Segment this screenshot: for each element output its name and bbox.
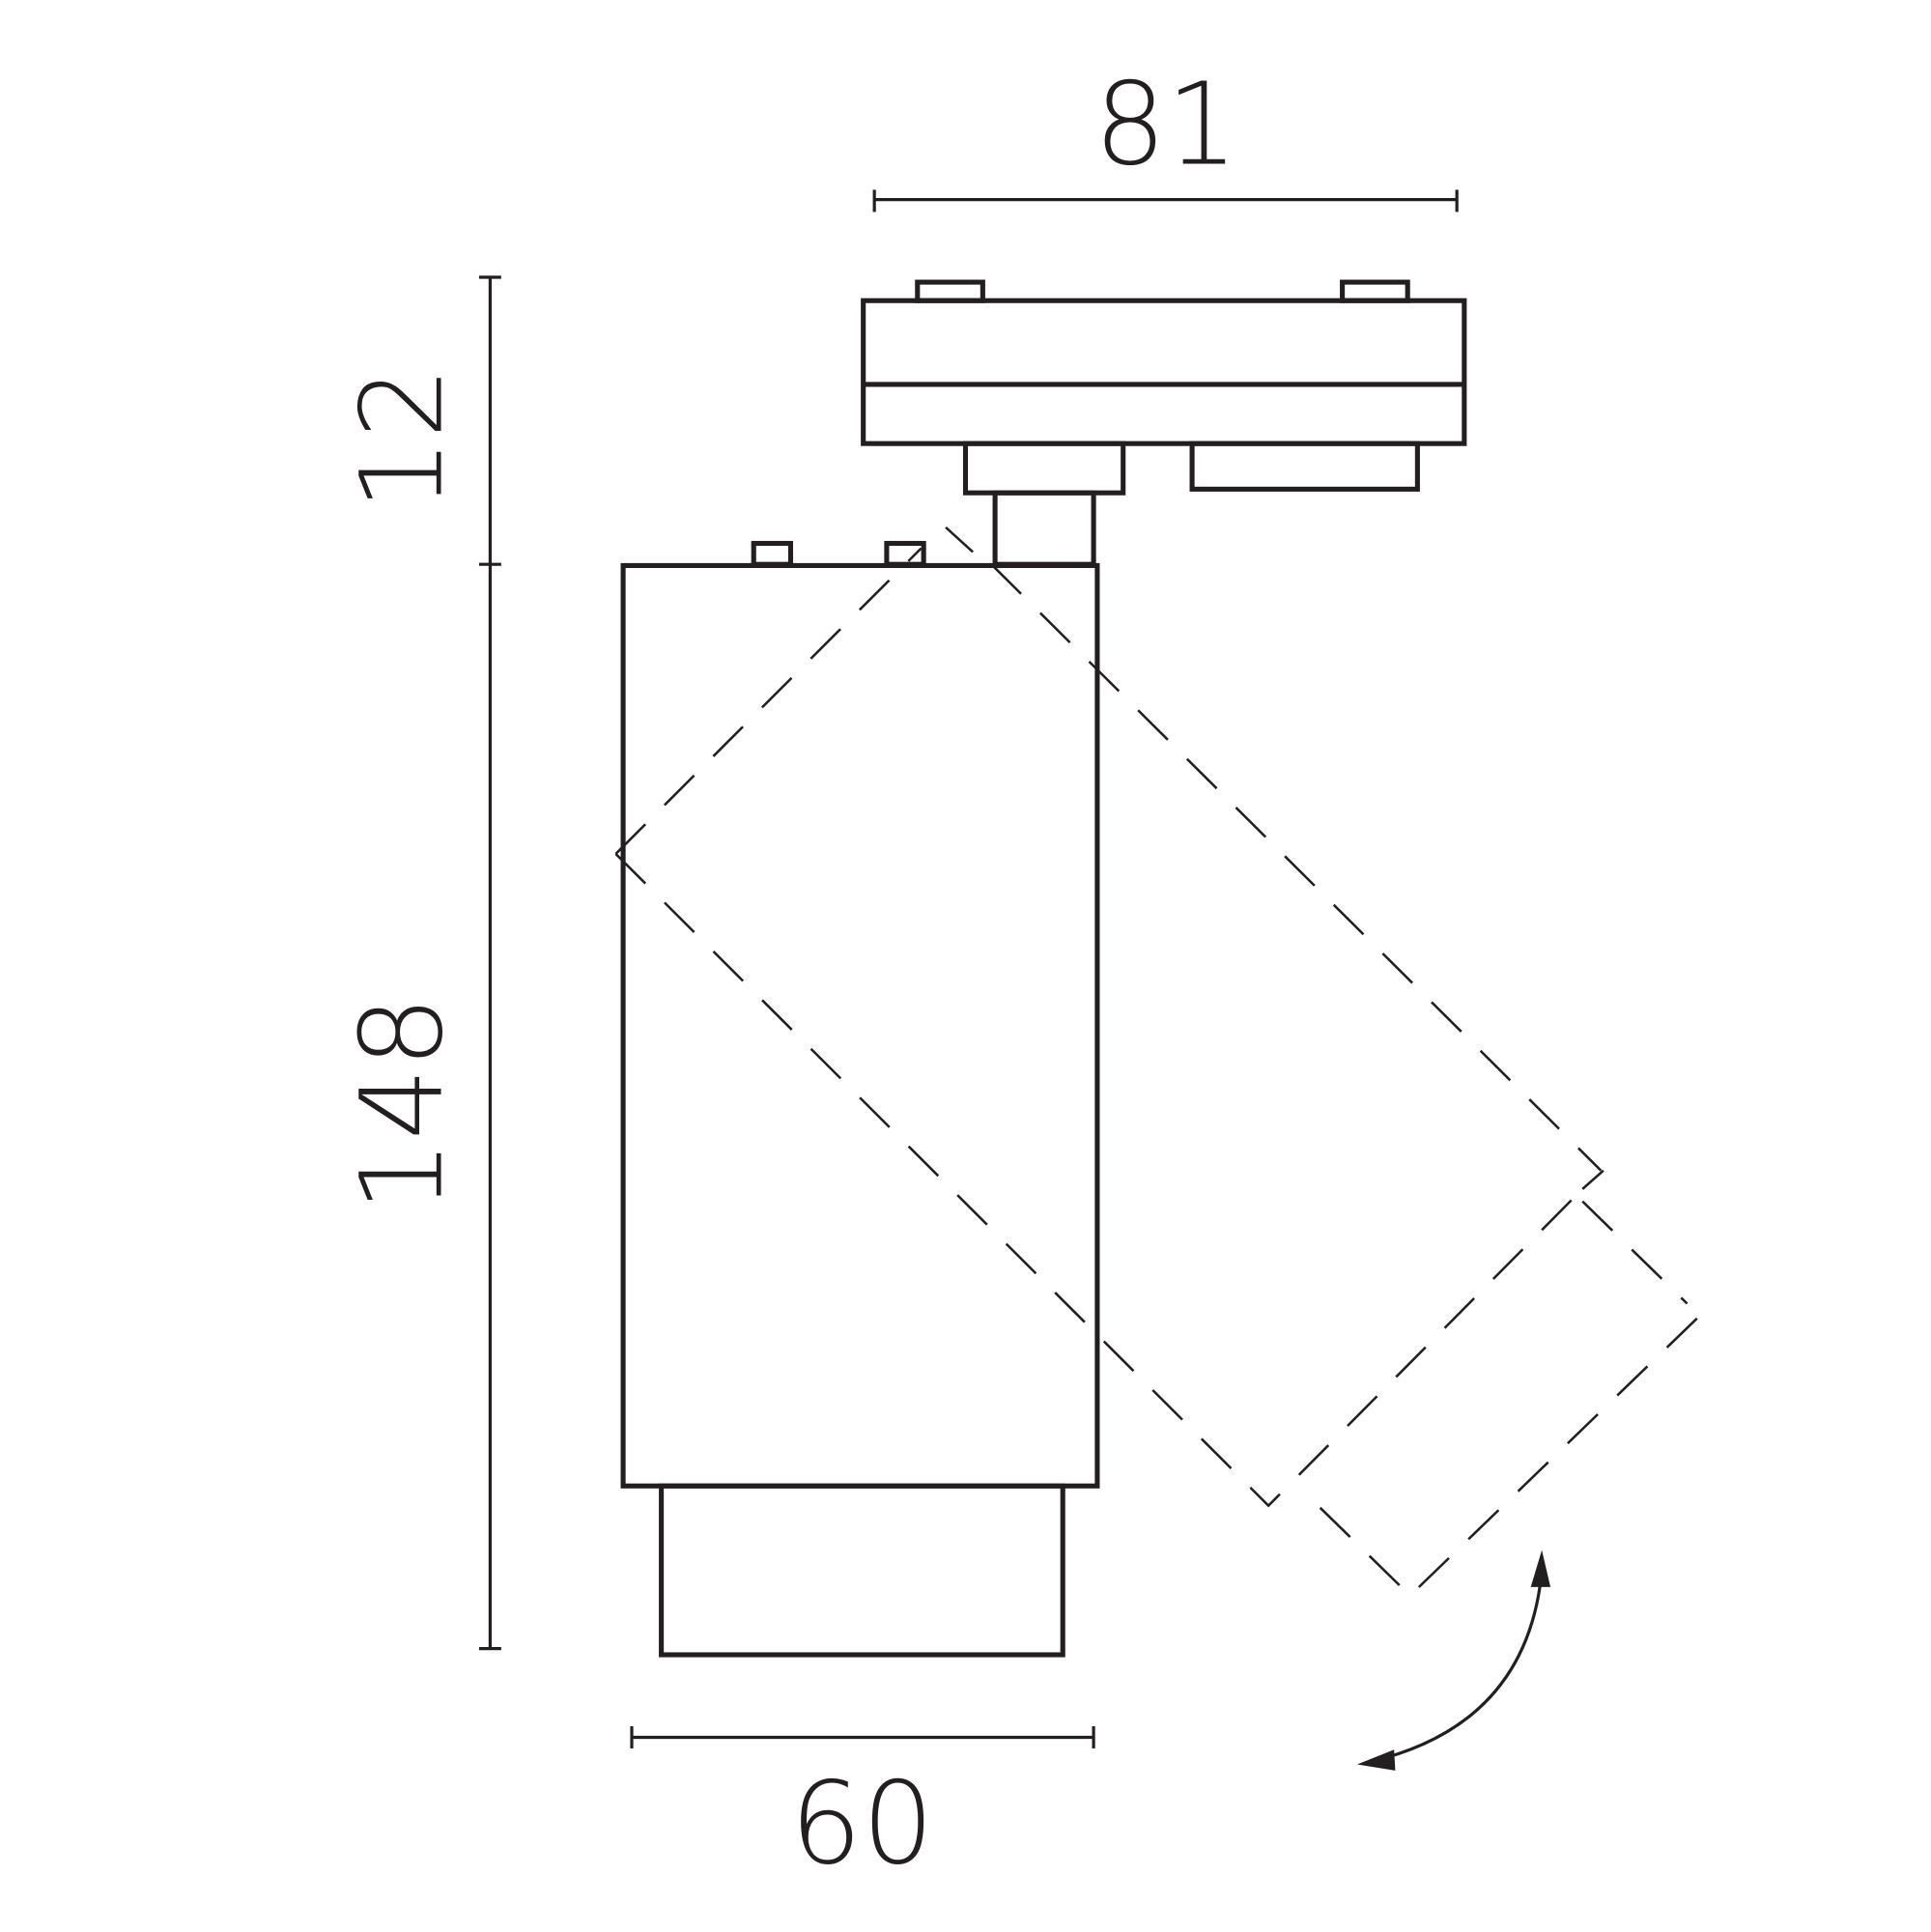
tilted-position-outline <box>614 526 1698 1598</box>
dimension-width-81: 81 <box>872 59 1459 213</box>
dimension-label-81: 81 <box>1094 59 1238 191</box>
dimension-label-12: 12 <box>335 366 468 510</box>
dimension-label-60: 60 <box>790 1758 934 1890</box>
dimension-label-148: 148 <box>335 996 468 1212</box>
spotlight-body <box>620 540 1100 1658</box>
dimension-height: 12 148 <box>335 275 501 1651</box>
rotation-arrow-icon <box>1356 1549 1551 1771</box>
dimension-width-60: 60 <box>630 1725 1095 1890</box>
track-adapter <box>861 279 1467 567</box>
